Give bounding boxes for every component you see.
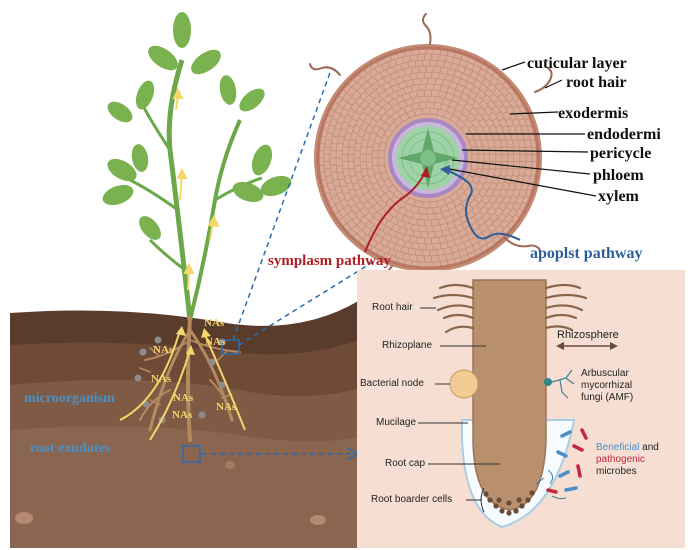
label-pathogenic: pathogenic xyxy=(596,455,645,465)
label-amf-1: Arbuscular xyxy=(581,369,629,379)
label-root-border-cells: Root boarder cells xyxy=(371,495,452,505)
label-symplasm-pathway: symplasm pathway xyxy=(268,254,391,269)
label-nas-7: NAs xyxy=(216,402,236,413)
label-root-hair: root hair xyxy=(566,75,627,91)
label-nas-5: NAs xyxy=(173,393,193,404)
label-rhizosphere: Rhizosphere xyxy=(557,330,619,341)
label-beneficial: Beneficial and xyxy=(596,443,659,453)
word-and: and xyxy=(639,442,658,453)
label-amf-3: fungi (AMF) xyxy=(581,393,633,403)
label-tip-root-hair: Root hair xyxy=(372,303,413,313)
label-nas-2: NAs xyxy=(205,337,225,348)
label-nas-4: NAs xyxy=(151,374,171,385)
label-endodermis: endodermi xyxy=(587,127,661,143)
label-nas-1: NAs xyxy=(204,318,224,329)
label-nas-3: NAs xyxy=(153,345,173,356)
label-mucilage: Mucilage xyxy=(376,418,416,428)
label-nas-6: NAs xyxy=(172,410,192,421)
label-cuticular-layer: cuticular layer xyxy=(527,56,627,72)
label-bacterial-node: Bacterial node xyxy=(360,379,424,389)
label-pericycle: pericycle xyxy=(590,146,651,162)
label-rhizoplane: Rhizoplane xyxy=(382,341,432,351)
label-apoplast-pathway: apoplst pathway xyxy=(530,246,642,262)
plant xyxy=(100,12,294,320)
label-microbes: microbes xyxy=(596,467,637,477)
label-xylem: xylem xyxy=(598,189,639,205)
label-amf-2: mycorrhizal xyxy=(581,381,632,391)
label-phloem: phloem xyxy=(593,168,644,184)
label-root-exudates: root exudates xyxy=(30,442,110,456)
label-root-cap: Root cap xyxy=(385,459,425,469)
label-microorganism: microorganism xyxy=(24,392,115,406)
label-exodermis: exodermis xyxy=(558,106,628,122)
word-beneficial: Beneficial xyxy=(596,442,639,453)
root-cross-section xyxy=(310,14,596,276)
